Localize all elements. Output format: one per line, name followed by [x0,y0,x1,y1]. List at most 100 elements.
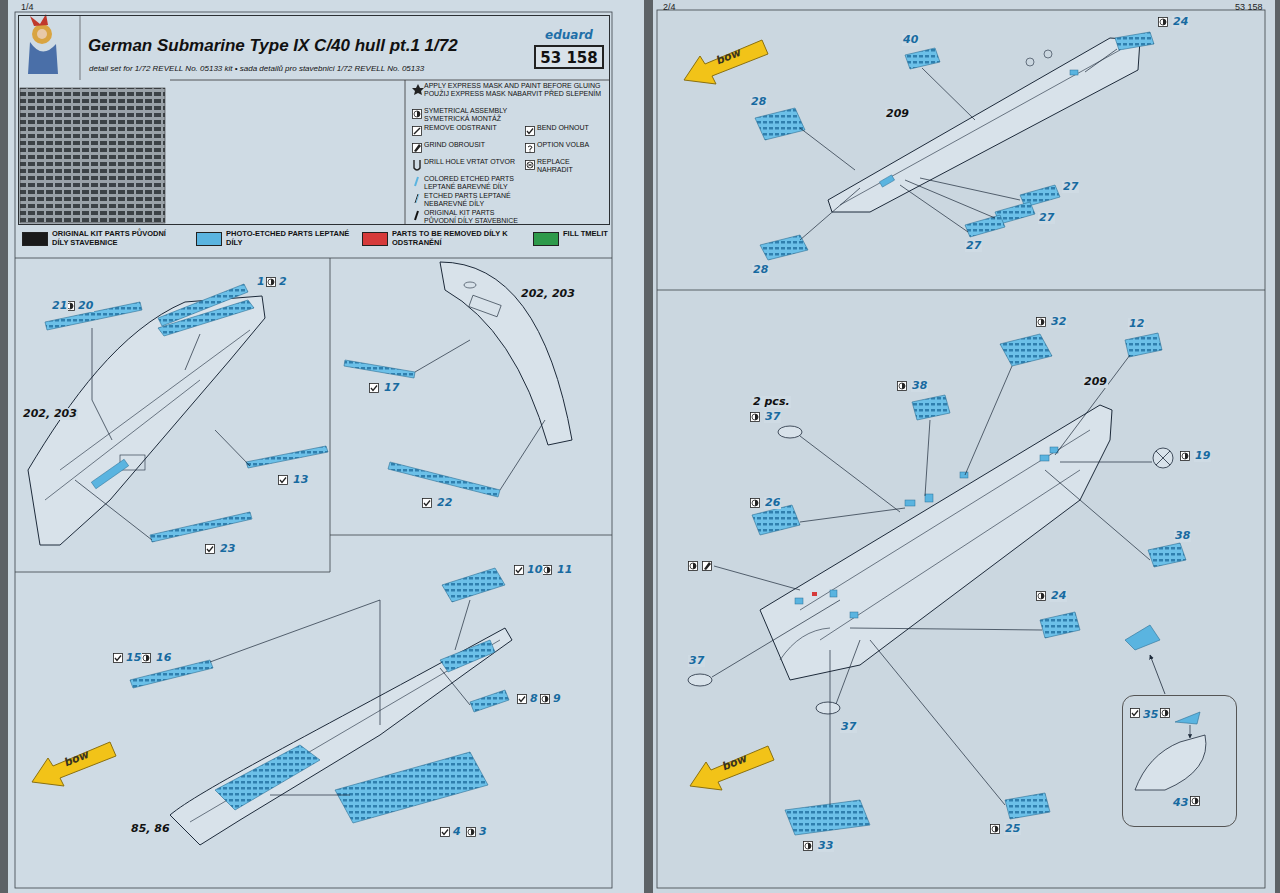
right-bottom-deck [778,426,802,438]
step-icons [991,825,1000,834]
right-top-deck [879,175,894,187]
panel-b-hull [388,462,500,497]
callout-number: 2 [278,276,288,288]
right-bottom-deck [1156,451,1170,465]
step-icons [1131,709,1140,718]
callout-number: 24 [1172,16,1189,28]
bow-arrow: bow [28,736,118,788]
step-icons [142,654,151,663]
right-top-deck [800,49,1117,240]
panel-c-hull [130,660,213,688]
kit-part-number: 202, 203 [22,408,78,420]
legend-text: ORIGINAL KIT PARTS PŮVODNÍ DÍLY STAVEBNI… [52,229,177,247]
callout-number: 27 [1038,212,1055,224]
paper [653,0,1275,893]
header-art [405,80,406,225]
panel-c-hull [335,752,488,823]
panel-a-hull [246,446,328,468]
legend-icons [412,84,535,220]
callout-number: 10 [526,564,543,576]
page-number: 2/4 [662,2,677,12]
legend-item: OPTION VOLBA [537,141,607,149]
legend-icons [414,128,420,134]
callout-number: 35 [1143,708,1158,721]
legend-icons [529,151,530,152]
step-icons [1037,592,1046,601]
legend-item: REMOVE ODSTRANIT [424,124,519,132]
legend-icons [528,146,532,151]
right-top-deck [755,32,1154,260]
bow-arrow-shape [684,40,768,84]
callout-number: 37 [840,721,857,733]
step-icons [1037,318,1046,327]
legend-icons [526,161,535,170]
right-top-deck [1070,70,1078,75]
callout-number: 37 [764,411,781,423]
callout-number: 19 [1194,450,1211,462]
sheet-title: German Submarine Type IX C/40 hull pt.1 … [88,36,458,56]
callout-number: 38 [1174,530,1191,542]
legend-icons [526,144,535,153]
step-icons [267,278,276,287]
callout-number: 37 [688,655,705,667]
legend-item: FILL TMELIT [563,229,608,238]
panel-c-hull [215,745,320,810]
callout-number: 23 [219,543,236,555]
header-art [28,42,58,74]
right-bottom-deck [712,355,1152,805]
callout-number: 38 [911,380,928,392]
right-bottom-deck [688,333,1206,835]
legend-item: PHOTO-ETCHED PARTS LEPTANÉ DÍLY [226,229,351,247]
right-top-deck [1026,58,1034,66]
paper [657,10,1265,888]
legend-swatch [196,232,222,246]
right-top-deck [760,235,808,260]
callout-number: 26 [764,497,781,509]
right-bottom-deck [1000,334,1052,366]
legend-item: COLORED ETCHED PARTS LEPTANÉ BAREVNÉ DÍL… [424,175,524,191]
node-text: 53 158 [540,49,597,67]
right-bottom-deck [795,598,803,604]
step-icons [515,566,524,575]
step-icons [518,695,527,704]
step-icons [279,476,288,485]
header-art [20,14,610,225]
legend-text: SYMETRICAL ASSEMBLY SYMETRICKÁ MONTÁŽ [424,107,519,123]
callout-number: 40 [902,34,919,46]
right-bottom-deck [1125,333,1162,357]
legend-icons [415,211,418,220]
legend-icons [415,194,418,203]
panel-b-hull [469,295,501,317]
bow-arrow-shape [32,742,116,786]
right-bottom-deck [1125,625,1160,650]
legend-text: BEND OHNOUT [537,124,607,132]
bow-arrow-shape [690,746,774,790]
right-bottom-deck [850,612,858,618]
right-bottom-deck [1135,735,1206,790]
step-icons [804,842,813,851]
legend-swatch [22,232,48,246]
panel-a-hull [150,512,252,542]
step-icons [370,384,379,393]
legend-text: PHOTO-ETCHED PARTS LEPTANÉ DÍLY [226,229,351,247]
callout-number: 4 [452,826,462,838]
step-icons [114,654,123,663]
set-number-box: eduard53 158 [534,45,604,69]
right-bottom-deck [830,590,837,597]
legend-text: DRILL HOLE VRTAT OTVOR [424,158,519,166]
right-bottom-deck [1148,543,1186,567]
right-top-deck [840,50,1120,205]
legend-item: BEND OHNOUT [537,124,607,132]
header-art [37,29,47,39]
paper [8,0,644,893]
step-icons [543,566,552,575]
callout-number: 12 [1128,318,1145,330]
legend-icons [526,127,535,136]
right-bottom-deck [703,562,712,571]
callout-number: 43 [1173,796,1188,809]
legend-swatch [533,232,559,246]
kit-part-number: 202, 203 [520,288,576,300]
legend-text: ETCHED PARTS LEPTANÉ NEBAREVNÉ DÍLY [424,192,524,208]
